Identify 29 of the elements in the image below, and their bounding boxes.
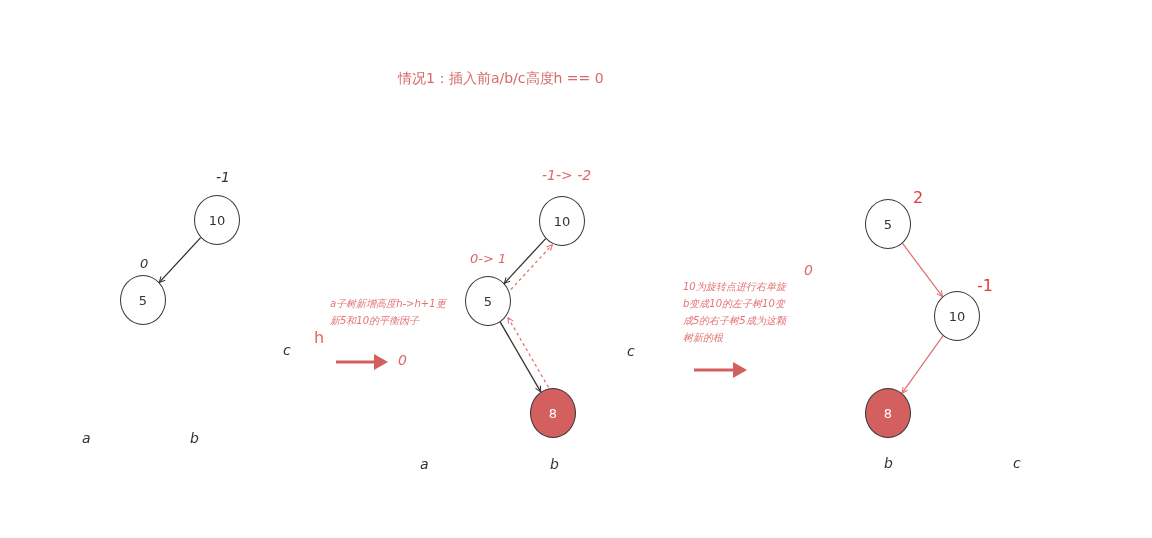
inserted-node-circle: 8: [865, 388, 911, 438]
arrow: [503, 238, 547, 284]
balance-factor: 0: [140, 256, 149, 271]
label: b: [190, 430, 199, 446]
note-text: 10为旋转点进行右单旋b变成10的左子树10变成5的右子树5成为这颗树新的根: [683, 280, 789, 345]
arrow: [510, 244, 553, 291]
arrow: [901, 335, 944, 394]
label: 0: [398, 352, 407, 368]
arrow: [901, 242, 944, 298]
arrow: [158, 237, 202, 283]
balance-factor: 2: [913, 188, 924, 207]
note-text: a子树新增高度h->h+1更新5和10的平衡因子: [330, 297, 448, 328]
balance-factor: -1: [977, 276, 993, 295]
label: a: [82, 430, 91, 446]
label: c: [1013, 455, 1021, 471]
label: c: [283, 342, 291, 358]
label: 0: [804, 262, 813, 278]
title: 情况1：插入前a/b/c高度h == 0: [398, 70, 604, 88]
balance-factor: 0-> 1: [470, 251, 507, 266]
label: b: [550, 456, 559, 472]
balance-factor: -1: [216, 169, 230, 185]
arrow: [499, 321, 542, 393]
label: b: [884, 455, 893, 471]
inserted-node-circle: 8: [530, 388, 576, 438]
label: h: [314, 328, 325, 347]
balance-factor: -1-> -2: [542, 167, 592, 183]
arrow: [507, 317, 550, 388]
label: a: [420, 456, 429, 472]
label: c: [627, 343, 635, 359]
